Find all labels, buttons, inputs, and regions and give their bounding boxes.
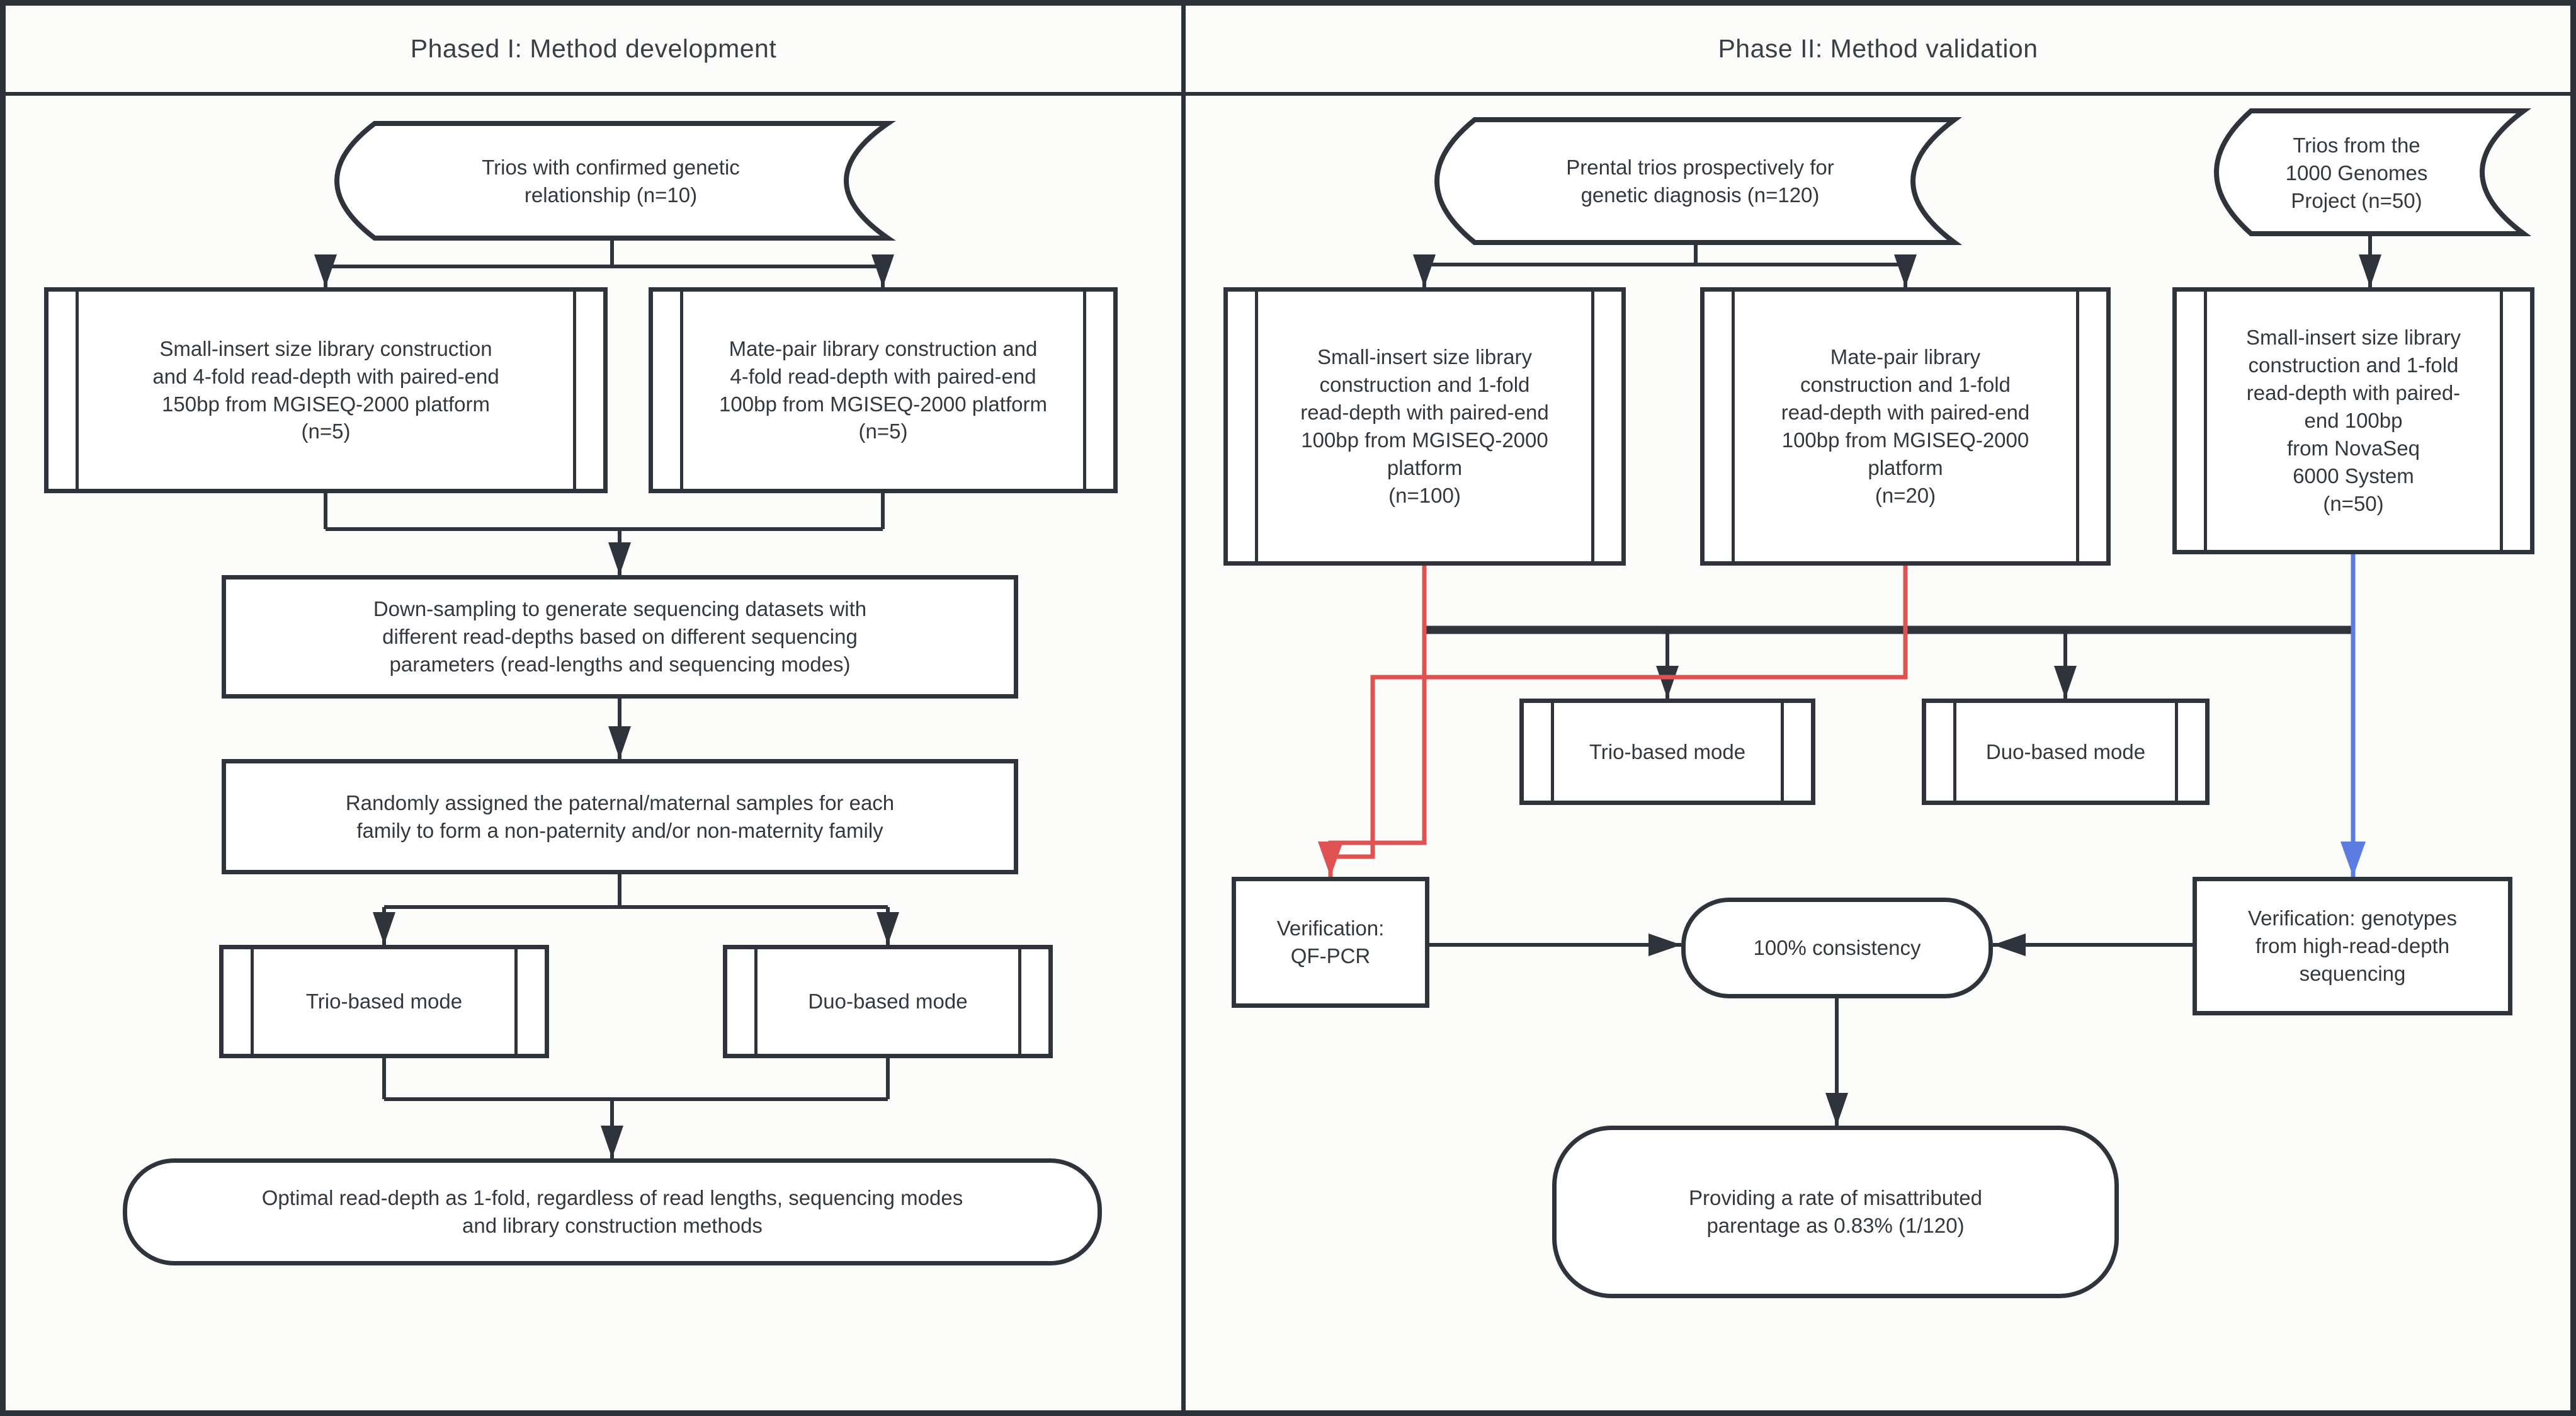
p1-random-assignment-label: Randomly assigned the paternal/maternal … (345, 791, 895, 842)
p2-genotype-verification-label: Verification: genotypes from high-read-d… (2247, 906, 2458, 985)
p2-trio-mode-label: Trio-based mode (1589, 739, 1746, 763)
header-divider-line (0, 92, 2576, 96)
p2-novaseq-box: Small-insert size library construction a… (2172, 287, 2534, 554)
double-bar-left (754, 949, 757, 1054)
p2-duo-mode-label: Duo-based mode (1985, 739, 2146, 763)
double-bar-left (1551, 703, 1554, 801)
p1-duo-mode-label: Duo-based mode (808, 990, 968, 1013)
double-bar-left (1255, 292, 1258, 561)
double-bar-right (573, 292, 576, 489)
p1-duo-mode-box: Duo-based mode (723, 945, 1053, 1058)
p1-downsampling-label: Down-sampling to generate sequencing dat… (373, 597, 867, 676)
p2-mate-pair-box: Mate-pair library construction and 1-fol… (1700, 287, 2111, 566)
p1-conclusion-label: Optimal read-depth as 1-fold, regardless… (261, 1186, 963, 1237)
flag-trios-confirmed (334, 121, 896, 241)
red-arrow-to-qfpcr (1318, 566, 1427, 877)
double-bar-left (2204, 292, 2207, 550)
p1-mate-pair-label: Mate-pair library construction and 4-fol… (719, 336, 1047, 443)
p2-duo-mode-box: Duo-based mode (1922, 699, 2210, 805)
p1-random-assignment-box: Randomly assigned the paternal/maternal … (222, 759, 1018, 874)
p2-prenatal-flag-label: Prental trios prospectively for genetic … (1566, 155, 1834, 207)
p2-trio-mode-box: Trio-based mode (1519, 699, 1815, 805)
p2-result-label: Providing a rate of misattributed parent… (1689, 1186, 1982, 1237)
p1-trio-mode-label: Trio-based mode (305, 990, 463, 1013)
p2-consistency-label: 100% consistency (1753, 936, 1921, 960)
p1-mode-merge-line (382, 1058, 890, 1101)
p2-novaseq-label: Small-insert size library construction a… (2245, 326, 2461, 515)
p1-source-flag-label: Trios with confirmed genetic relationshi… (482, 155, 740, 207)
p2-small-insert-box: Small-insert size library construction a… (1223, 287, 1626, 566)
double-bar-left (680, 292, 683, 489)
p1-trio-mode-box: Trio-based mode (219, 945, 549, 1058)
double-bar-left (1953, 703, 1956, 801)
double-bar-right (2175, 703, 2178, 801)
p2-1000genomes-flag-label: Trios from the 1000 Genomes Project (n=5… (2285, 134, 2428, 212)
double-bar-right (1781, 703, 1784, 801)
double-bar-left (1732, 292, 1735, 561)
p1-source-split-line (326, 238, 883, 268)
double-bar-left (251, 949, 254, 1054)
p2-mate-pair-label: Mate-pair library construction and 1-fol… (1781, 345, 2030, 507)
p1-mode-split-line (384, 874, 888, 909)
double-bar-right (2076, 292, 2079, 561)
flag-1000-genomes (2214, 108, 2532, 236)
panel-divider-line (1181, 0, 1186, 1416)
red-route-mate-pair (1333, 566, 1908, 859)
p2-merge-stubs (1422, 566, 1907, 630)
phase1-title: Phased I: Method development (410, 34, 777, 63)
double-bar-right (514, 949, 518, 1054)
double-bar-right (1591, 292, 1594, 561)
p2-qfpcr-label: Verification: QF-PCR (1276, 916, 1385, 968)
p1-merge-line (324, 493, 885, 531)
double-bar-left (76, 292, 79, 489)
p2-genotype-verification-box: Verification: genotypes from high-read-d… (2193, 877, 2512, 1015)
double-bar-right (2500, 292, 2503, 550)
p1-conclusion-box: Optimal read-depth as 1-fold, regardless… (123, 1158, 1102, 1265)
p2-source-split-line (1424, 243, 1905, 266)
p2-qfpcr-box: Verification: QF-PCR (1232, 877, 1429, 1008)
phase2-title: Phase II: Method validation (1718, 34, 2038, 63)
flag-prenatal-trios (1434, 117, 1963, 245)
p2-consistency-box: 100% consistency (1681, 898, 1993, 998)
double-bar-right (1083, 292, 1086, 489)
p2-result-box: Providing a rate of misattributed parent… (1552, 1126, 2119, 1298)
p1-mate-pair-box: Mate-pair library construction and 4-fol… (649, 287, 1118, 493)
double-bar-right (1018, 949, 1021, 1054)
p1-small-insert-label: Small-insert size library construction a… (152, 336, 499, 443)
p1-downsampling-box: Down-sampling to generate sequencing dat… (222, 575, 1018, 699)
p1-small-insert-box: Small-insert size library construction a… (44, 287, 608, 493)
p2-small-insert-label: Small-insert size library construction a… (1300, 345, 1549, 507)
